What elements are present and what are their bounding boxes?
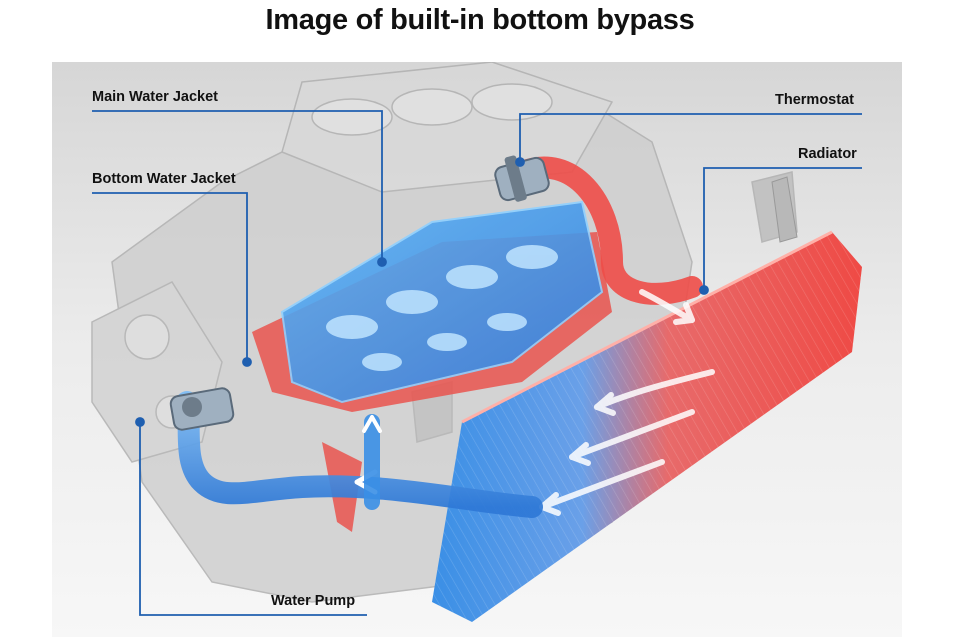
water-pump xyxy=(169,387,235,431)
bypass-flow-arrow xyxy=(362,415,382,433)
label-water-pump: Water Pump xyxy=(271,593,356,609)
hot-outlet-pipe xyxy=(511,156,703,305)
label-main-water-jacket: Main Water Jacket xyxy=(92,89,218,105)
label-radiator: Radiator xyxy=(798,146,857,162)
jacket-cylinder-openings xyxy=(326,245,558,371)
engine-cooling-illustration xyxy=(91,62,862,622)
leader-lines xyxy=(92,110,862,616)
label-bottom-water-jacket: Bottom Water Jacket xyxy=(92,171,236,187)
illustration-panel: Main Water Jacket Bottom Water Jacket Th… xyxy=(52,62,902,637)
radiator-flow-arrows xyxy=(539,289,715,516)
thermostat xyxy=(494,155,550,202)
label-thermostat: Thermostat xyxy=(775,92,854,108)
diagram-title: Image of built-in bottom bypass xyxy=(265,4,695,36)
return-pipe xyxy=(176,391,543,518)
